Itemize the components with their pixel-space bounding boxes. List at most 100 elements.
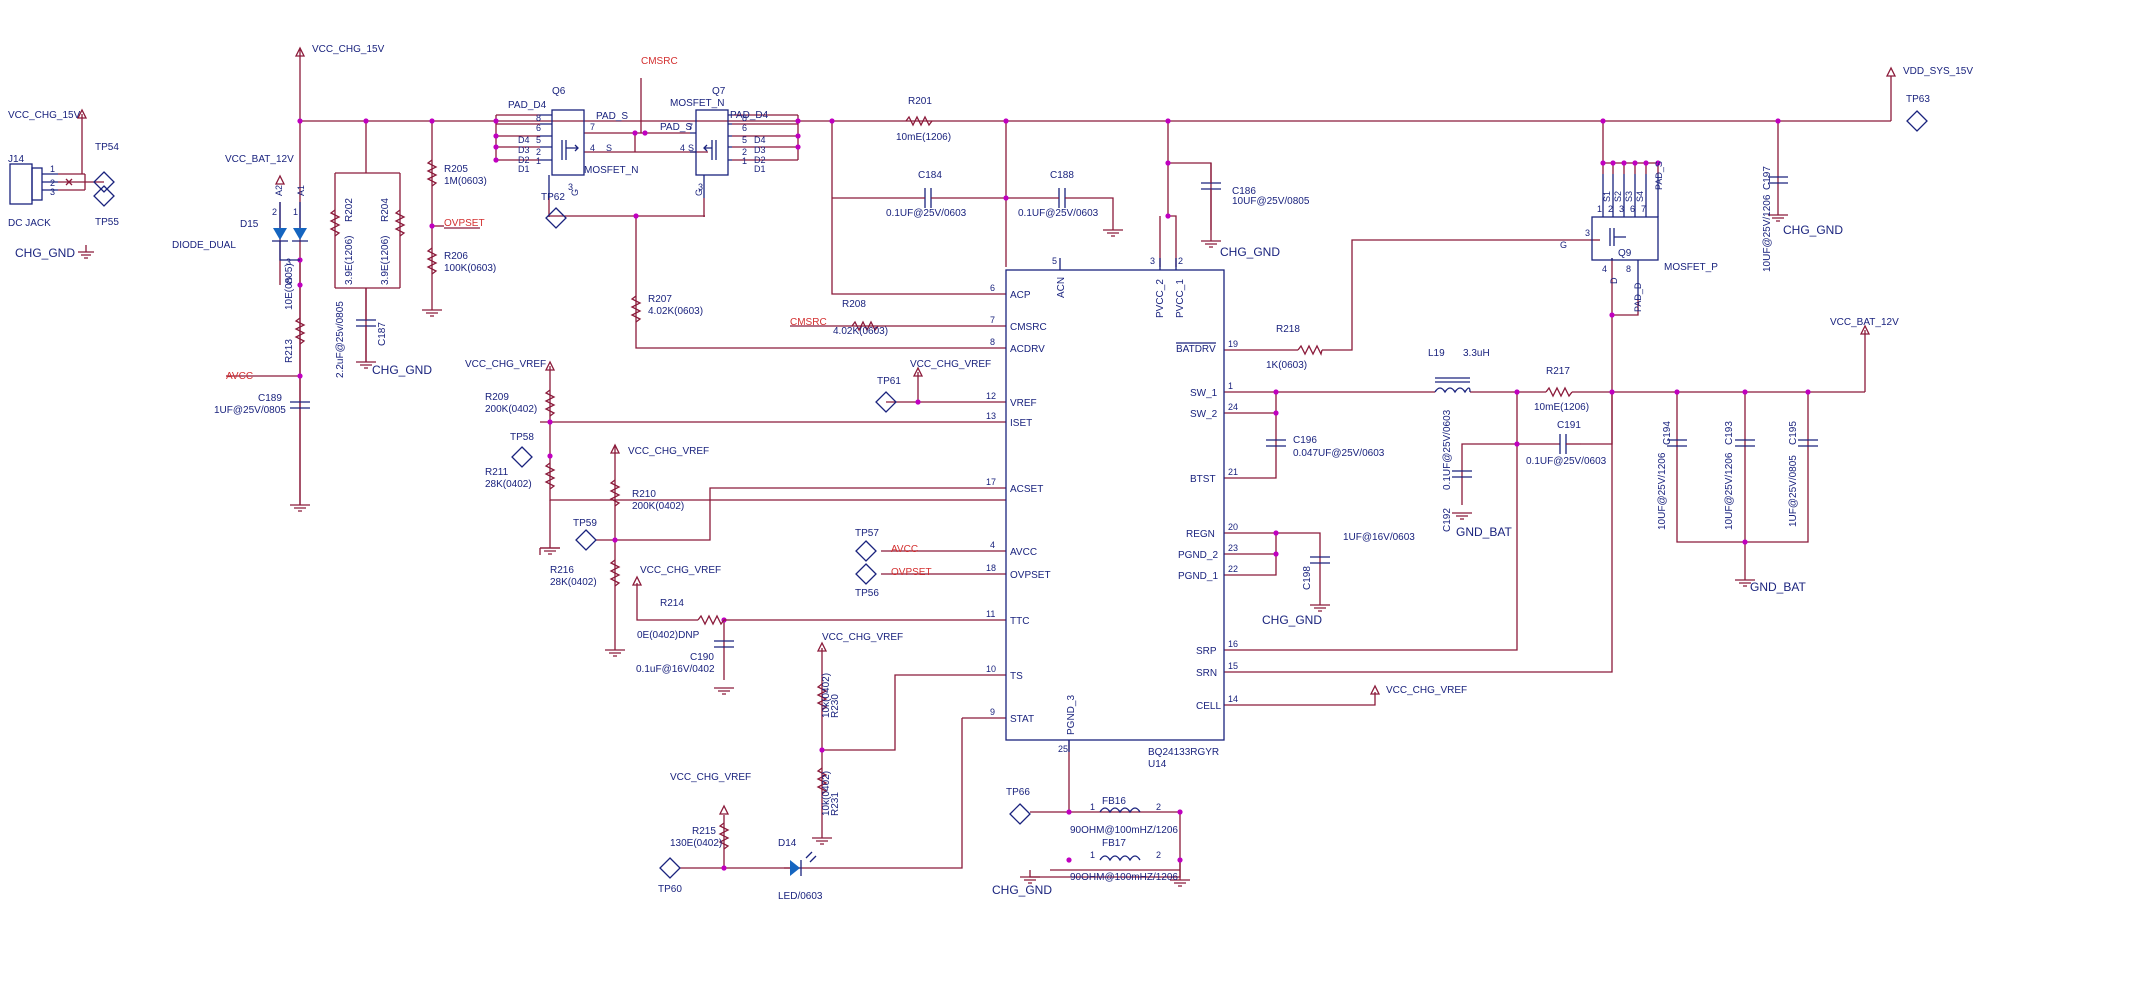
- test-points: TP54 TP55 TP62 TP58 TP59 TP60 TP61 TP57 …: [93, 94, 1930, 895]
- r202-resistor[interactable]: R202 3.9E(1206): [329, 198, 355, 285]
- svg-text:R209: R209: [485, 392, 509, 403]
- c198-capacitor[interactable]: C198 1UF@16V/0603: [1302, 532, 1415, 590]
- vcc-chg-15v-label-2: VCC_CHG_15V: [8, 110, 81, 121]
- tp54-test-point[interactable]: TP54: [93, 142, 119, 193]
- chg-gnd-label-2: CHG_GND: [372, 363, 432, 377]
- svg-text:TP58: TP58: [510, 432, 534, 443]
- c188-capacitor[interactable]: C188 0.1UF@25V/0603: [1018, 170, 1099, 219]
- svg-text:23: 23: [1228, 543, 1238, 553]
- mosfet-q9[interactable]: Q9 MOSFET_P S1 S2 S3 S4 PAD_S 1 2 3 6 7 …: [1560, 161, 1718, 312]
- svg-text:100K(0603): 100K(0603): [444, 263, 496, 274]
- svg-text:10UF@25V/1206: 10UF@25V/1206: [1724, 452, 1735, 530]
- j14-name: DC JACK: [8, 218, 51, 229]
- c186-capacitor[interactable]: C186 10UF@25V/0805: [1201, 163, 1310, 241]
- svg-text:REGN: REGN: [1186, 529, 1215, 540]
- r230-resistor[interactable]: R230 10k(0402): [816, 673, 841, 718]
- svg-text:Q9: Q9: [1618, 248, 1632, 259]
- tp61-test-point[interactable]: TP61: [875, 376, 901, 413]
- j14-pin-1: 1: [50, 164, 55, 174]
- svg-text:90OHM@100mHZ/1206: 90OHM@100mHZ/1206: [1070, 872, 1178, 883]
- c197-capacitor[interactable]: C197 10UF@25V/1206: [1762, 166, 1788, 272]
- r201-resistor[interactable]: R201 10mE(1206): [896, 96, 951, 143]
- c194-capacitor[interactable]: C194 10UF@25V/1206: [1657, 421, 1687, 530]
- tp56-test-point[interactable]: TP56: [855, 563, 879, 599]
- svg-text:0.1UF@25V/0603: 0.1UF@25V/0603: [1526, 456, 1607, 467]
- tp63-test-point[interactable]: TP63: [1906, 94, 1930, 132]
- r213-resistor[interactable]: R213 10E(0805): [284, 263, 306, 363]
- svg-text:19: 19: [1228, 339, 1238, 349]
- c193-capacitor[interactable]: C193 10UF@25V/1206: [1724, 421, 1755, 530]
- mosfet-q7[interactable]: Q7 MOSFET_N PAD_D4 PAD_S 8 6 5 2 1 D4 D3…: [660, 86, 769, 198]
- svg-text:TP55: TP55: [95, 217, 119, 228]
- svg-text:S1: S1: [1602, 191, 1612, 202]
- r205-resistor[interactable]: R205 1M(0603): [426, 159, 487, 187]
- vcc-chg-vref-label-2: VCC_CHG_VREF: [628, 446, 709, 457]
- svg-text:10mE(1206): 10mE(1206): [896, 132, 951, 143]
- r231-resistor[interactable]: R231 10k(0402): [816, 767, 841, 816]
- r208-resistor[interactable]: R208 4.02K(0603): [833, 299, 888, 337]
- tp62-test-point[interactable]: TP62: [541, 192, 567, 229]
- r210-resistor[interactable]: R210 200K(0402): [609, 479, 684, 512]
- tp58-test-point[interactable]: TP58: [510, 432, 534, 468]
- r204-resistor[interactable]: R204 3.9E(1206): [380, 198, 406, 285]
- u14-pin-name-top-1: PVCC_2: [1155, 279, 1166, 318]
- svg-text:S: S: [688, 143, 694, 153]
- svg-text:2.2uF@25v/0805: 2.2uF@25v/0805: [335, 301, 346, 378]
- r209-resistor[interactable]: R209 200K(0402): [485, 389, 556, 417]
- u14-ref: U14: [1148, 759, 1167, 770]
- vcc-chg-vref-symbol-5: VCC_CHG_VREF: [816, 632, 903, 652]
- power-symbols: VCC_CHG_15V VCC_CHG_15V VCC_BAT_12V VDD_…: [8, 44, 1973, 815]
- svg-text:MOSFET_N: MOSFET_N: [670, 98, 724, 109]
- vdd-sys-15v-symbol: VDD_SYS_15V: [1885, 66, 1973, 77]
- vcc-chg-15v-symbol: VCC_CHG_15V: [294, 44, 385, 57]
- inductor-l19[interactable]: L19 3.3uH: [1428, 348, 1490, 394]
- tp59-test-point[interactable]: TP59: [573, 518, 597, 551]
- dc-jack-connector[interactable]: J14 DC JACK 1 2 3: [8, 154, 73, 229]
- c196-capacitor[interactable]: C196 0.047UF@25V/0603: [1266, 435, 1385, 459]
- r218-resistor[interactable]: R218 1K(0603): [1266, 324, 1323, 371]
- r207-resistor[interactable]: R207 4.02K(0603): [630, 294, 703, 323]
- svg-text:D1: D1: [754, 164, 766, 174]
- svg-text:7: 7: [688, 122, 693, 132]
- c192-capacitor[interactable]: C192 0.1UF@25V/0603: [1442, 409, 1472, 532]
- u14-pin-num-top-2: 2: [1178, 256, 1183, 266]
- mosfet-q6[interactable]: Q6 PAD_D4 PAD_S 8 6 5 2 1 D4 D3 D2 D1 7 …: [508, 86, 638, 198]
- tp60-test-point[interactable]: TP60: [658, 857, 682, 895]
- svg-text:MOSFET_P: MOSFET_P: [1664, 262, 1718, 273]
- c195-capacitor[interactable]: C195 1UF@25V/0805: [1788, 421, 1818, 527]
- r211-resistor[interactable]: R211 28K(0402): [485, 462, 556, 490]
- svg-text:PAD_S: PAD_S: [596, 111, 628, 122]
- svg-text:C184: C184: [918, 170, 942, 181]
- svg-text:C197: C197: [1762, 166, 1773, 190]
- r206-resistor[interactable]: R206 100K(0603): [426, 247, 496, 275]
- svg-text:8: 8: [536, 113, 541, 123]
- dual-diode-d15[interactable]: A2 A1 2 1 C 3 D15 DIODE_DUAL: [172, 185, 308, 286]
- svg-text:14: 14: [1228, 694, 1238, 704]
- led-d14[interactable]: D14 LED/0603: [778, 838, 823, 902]
- vcc-chg-15v-symbol-2: VCC_CHG_15V: [8, 108, 88, 121]
- r216-resistor[interactable]: R216 28K(0402): [550, 559, 621, 588]
- svg-text:3: 3: [1585, 228, 1590, 238]
- ferrite-fb16[interactable]: FB16 1 2 90OHM@100mHZ/1206: [1070, 796, 1178, 836]
- c184-capacitor[interactable]: C184 0.1UF@25V/0603: [886, 170, 967, 219]
- r217-resistor[interactable]: R217 10mE(1206): [1534, 366, 1589, 413]
- r214-resistor[interactable]: R214 0E(0402)DNP: [637, 598, 730, 641]
- r215-resistor[interactable]: R215 130E(0402): [670, 822, 730, 850]
- svg-text:130E(0402): 130E(0402): [670, 838, 722, 849]
- c190-capacitor[interactable]: C190 0.1uF@16V/0402: [636, 640, 734, 675]
- vcc-chg-vref-label-1: VCC_CHG_VREF: [465, 359, 546, 370]
- svg-text:2: 2: [742, 147, 747, 157]
- tp66-test-point[interactable]: TP66: [1006, 787, 1031, 825]
- tp57-test-point[interactable]: TP57: [855, 528, 879, 562]
- chg-gnd-label-1: CHG_GND: [15, 246, 75, 260]
- tp55-test-point[interactable]: TP55: [93, 185, 119, 228]
- d15-pin-1: 1: [293, 207, 298, 217]
- c187-capacitor[interactable]: C187 2.2uF@25v/0805: [335, 288, 388, 378]
- svg-text:D4: D4: [518, 135, 530, 145]
- ferrite-fb17[interactable]: FB17 1 2 90OHM@100mHZ/1206: [1070, 838, 1178, 883]
- c189-capacitor[interactable]: C189 1UF@25V/0805: [214, 393, 310, 416]
- svg-text:4.02K(0603): 4.02K(0603): [648, 306, 703, 317]
- svg-text:C193: C193: [1724, 421, 1735, 445]
- c191-capacitor[interactable]: C191 0.1UF@25V/0603: [1526, 420, 1607, 467]
